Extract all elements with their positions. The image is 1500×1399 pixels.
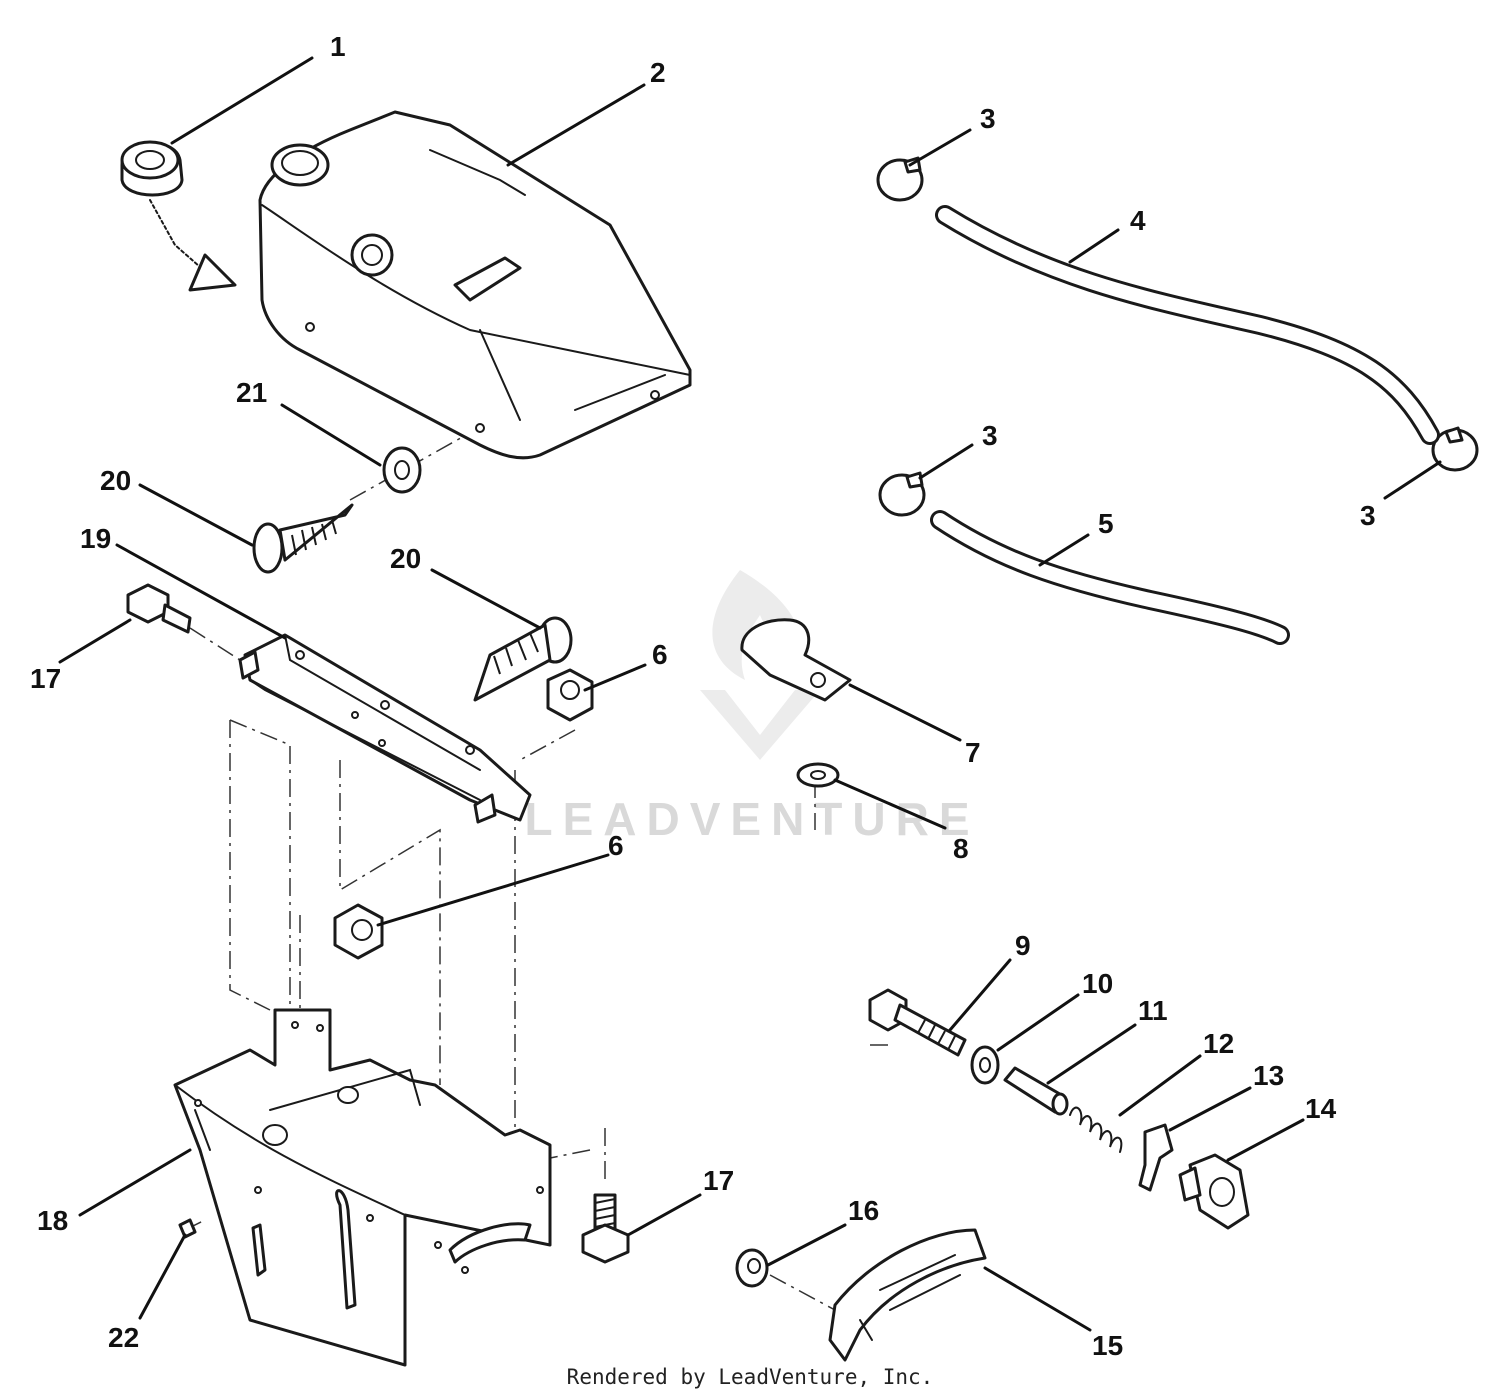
callout-18: 18 xyxy=(37,1205,68,1236)
callout-10: 10 xyxy=(1082,968,1113,999)
throttle-plate xyxy=(828,1228,987,1362)
callouts: 1 2 3 4 3 5 3 21 20 19 20 6 17 7 8 6 9 1… xyxy=(30,31,1376,1361)
callout-17: 17 xyxy=(703,1165,734,1196)
callout-20: 20 xyxy=(390,543,421,574)
washer-large xyxy=(382,446,422,494)
flange-nut xyxy=(735,1248,769,1288)
fuel-line-long xyxy=(935,205,1440,445)
callout-6: 6 xyxy=(608,830,624,861)
hose-clamp-upper xyxy=(876,156,924,202)
spacer-tube xyxy=(1003,1066,1069,1116)
hose-clamp-middle xyxy=(878,471,926,517)
fuel-tank xyxy=(258,110,692,460)
callout-3: 3 xyxy=(982,420,998,451)
callout-9: 9 xyxy=(1015,930,1031,961)
bolt-upper xyxy=(126,583,192,634)
fuel-line-short xyxy=(930,510,1290,645)
callout-22: 22 xyxy=(108,1322,139,1353)
screw-upper xyxy=(252,503,354,574)
washer-small xyxy=(796,762,840,788)
callout-16: 16 xyxy=(848,1195,879,1226)
callout-4: 4 xyxy=(1130,205,1146,236)
callout-15: 15 xyxy=(1092,1330,1123,1361)
rivet xyxy=(178,1218,197,1239)
watermark-text: LEADVENTURE xyxy=(524,793,979,845)
watermark: LEADVENTURE xyxy=(524,570,979,845)
callout-14: 14 xyxy=(1305,1093,1337,1124)
screw-lower xyxy=(473,616,573,702)
callout-13: 13 xyxy=(1253,1060,1284,1091)
callout-5: 5 xyxy=(1098,508,1114,539)
spring xyxy=(1069,1106,1123,1153)
hose-clamp-right xyxy=(1431,426,1479,472)
hex-nut-lower xyxy=(333,903,384,960)
callout-3: 3 xyxy=(980,103,996,134)
callout-21: 21 xyxy=(236,377,267,408)
shoulder-bolt xyxy=(868,988,967,1057)
line-clip xyxy=(740,618,852,702)
callout-20: 20 xyxy=(100,465,131,496)
dash-panel xyxy=(173,1008,552,1367)
callout-8: 8 xyxy=(953,833,969,864)
callout-17: 17 xyxy=(30,663,61,694)
callout-11: 11 xyxy=(1138,995,1168,1026)
flat-washer xyxy=(970,1045,1000,1085)
callout-12: 12 xyxy=(1203,1028,1234,1059)
support-bracket xyxy=(238,633,532,824)
bolt-lower xyxy=(581,1193,630,1264)
pivot-bracket xyxy=(1178,1153,1250,1230)
leader-lines xyxy=(58,56,1442,1332)
hex-nut-upper xyxy=(546,668,594,722)
callout-2: 2 xyxy=(650,57,666,88)
footer-credit: Rendered by LeadVenture, Inc. xyxy=(566,1365,934,1389)
callout-3: 3 xyxy=(1360,500,1376,531)
callout-7: 7 xyxy=(965,737,981,768)
callout-6: 6 xyxy=(652,639,668,670)
fuel-cap xyxy=(120,140,237,292)
retaining-clip xyxy=(1138,1123,1174,1192)
callout-19: 19 xyxy=(80,523,111,554)
callout-1: 1 xyxy=(330,31,346,62)
